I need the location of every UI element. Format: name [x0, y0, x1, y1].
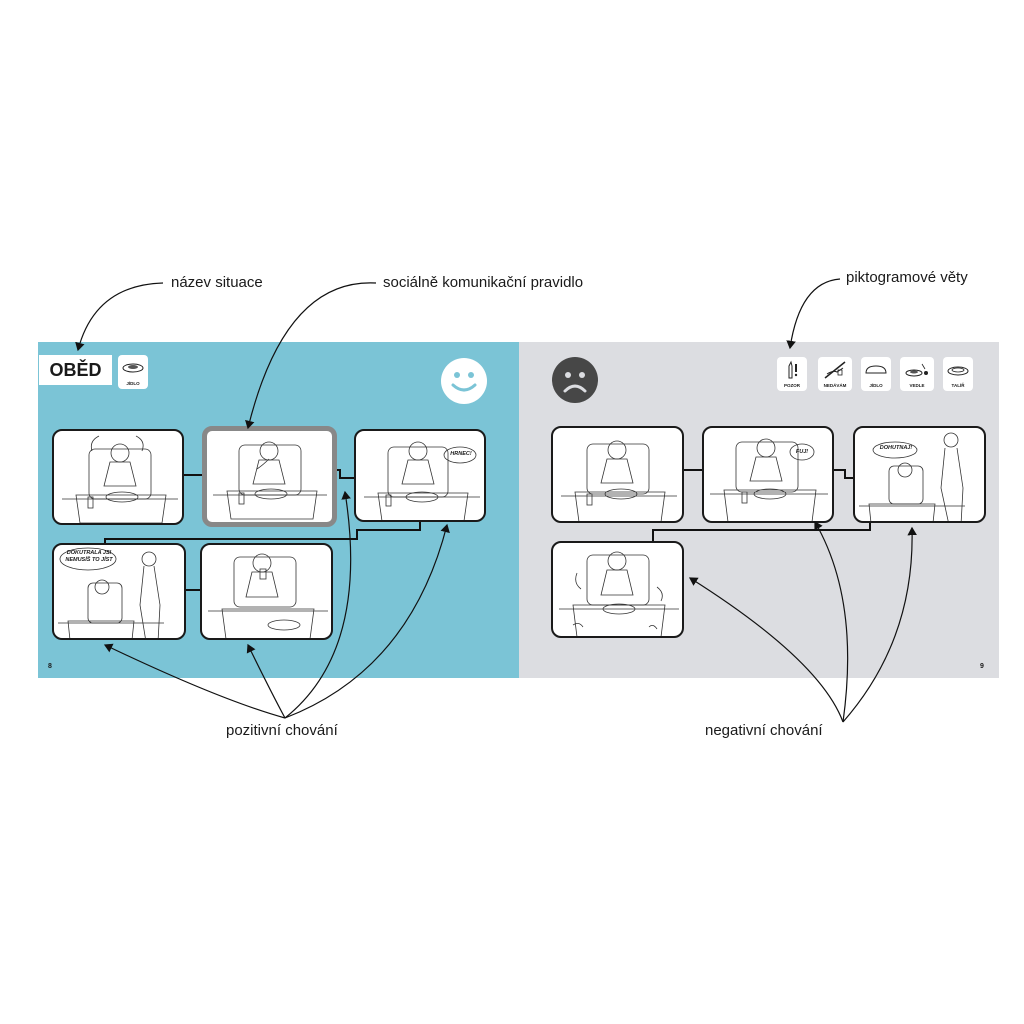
girl-refusing-illustration — [710, 438, 828, 521]
pictogram-label: JÍDLO — [869, 383, 883, 388]
pictogram-not-giving: NEDÁVÁM — [818, 357, 852, 391]
comic-panel-mother-neg: DOHUTNAJ! — [853, 426, 986, 523]
annotation-negative-behavior: negativní chování — [705, 722, 823, 739]
girl-throwing-food-illustration — [559, 551, 679, 636]
mother-and-girl-illustration — [859, 432, 965, 521]
page-number-right: 9 — [980, 663, 984, 670]
comic-panel-drinking — [200, 543, 333, 640]
comic-panel-yuck: FUJ! — [702, 426, 834, 523]
not-giving-icon — [824, 361, 846, 379]
annotation-situation-name: název situace — [171, 274, 263, 291]
annotation-social-rule: sociálně komunikační pravidlo — [383, 274, 584, 291]
speech-bubble-text: HRNEC! — [450, 451, 472, 457]
page-number-left: 8 — [48, 663, 52, 670]
bread-icon — [865, 365, 887, 374]
pictogram-food: JÍDLO — [861, 357, 891, 391]
pictogram-label: POZOR — [783, 383, 800, 388]
comic-panel-eating-highlighted — [202, 426, 337, 527]
comic-panel-tantrum — [551, 541, 684, 638]
girl-at-table-illustration — [561, 440, 677, 521]
comic-panel-sitting-neg — [551, 426, 684, 523]
annotation-pictogram-sentences: piktogramové věty — [846, 269, 968, 286]
speech-bubble-text: FUJ! — [795, 449, 809, 455]
attention-hand-icon — [788, 360, 798, 379]
happy-face-icon — [441, 358, 487, 404]
title-pictogram-label: JÍDLO — [126, 381, 140, 386]
comic-panel-sitting — [52, 429, 184, 525]
pictogram-beside: VEDLE — [900, 357, 934, 391]
pictogram-label: NEDÁVÁM — [823, 383, 847, 388]
comic-panel-exclaim: HRNEC! — [354, 429, 486, 522]
comic-panel-mother: DOKUTRALA JSI NEMUSÍŠ TO JÍST — [52, 543, 186, 640]
speech-bubble-text: DOHUTNAJ! — [879, 445, 913, 451]
beside-icon — [905, 363, 928, 377]
girl-eating-illustration — [213, 441, 327, 520]
girl-drinking-illustration — [208, 553, 328, 638]
sad-face-icon — [552, 357, 598, 403]
situation-title: OBĚD — [39, 355, 112, 385]
speech-bubble-text: DOKUTRALA JSI NEMUSÍŠ TO JÍST — [65, 550, 113, 563]
title-pictogram: JÍDLO — [118, 355, 148, 389]
annotation-positive-behavior: pozitivní chování — [226, 722, 338, 739]
plate-icon — [947, 366, 969, 376]
pictogram-plate: TALÍŘ — [943, 357, 973, 391]
pictogram-attention: POZOR — [777, 357, 807, 391]
girl-at-table-illustration — [62, 435, 178, 523]
girl-speaking-illustration — [364, 441, 480, 520]
mother-and-girl-illustration — [58, 547, 164, 638]
pictogram-label: VEDLE — [909, 383, 925, 388]
pictogram-label: TALÍŘ — [951, 383, 965, 388]
plate-icon — [122, 363, 144, 373]
